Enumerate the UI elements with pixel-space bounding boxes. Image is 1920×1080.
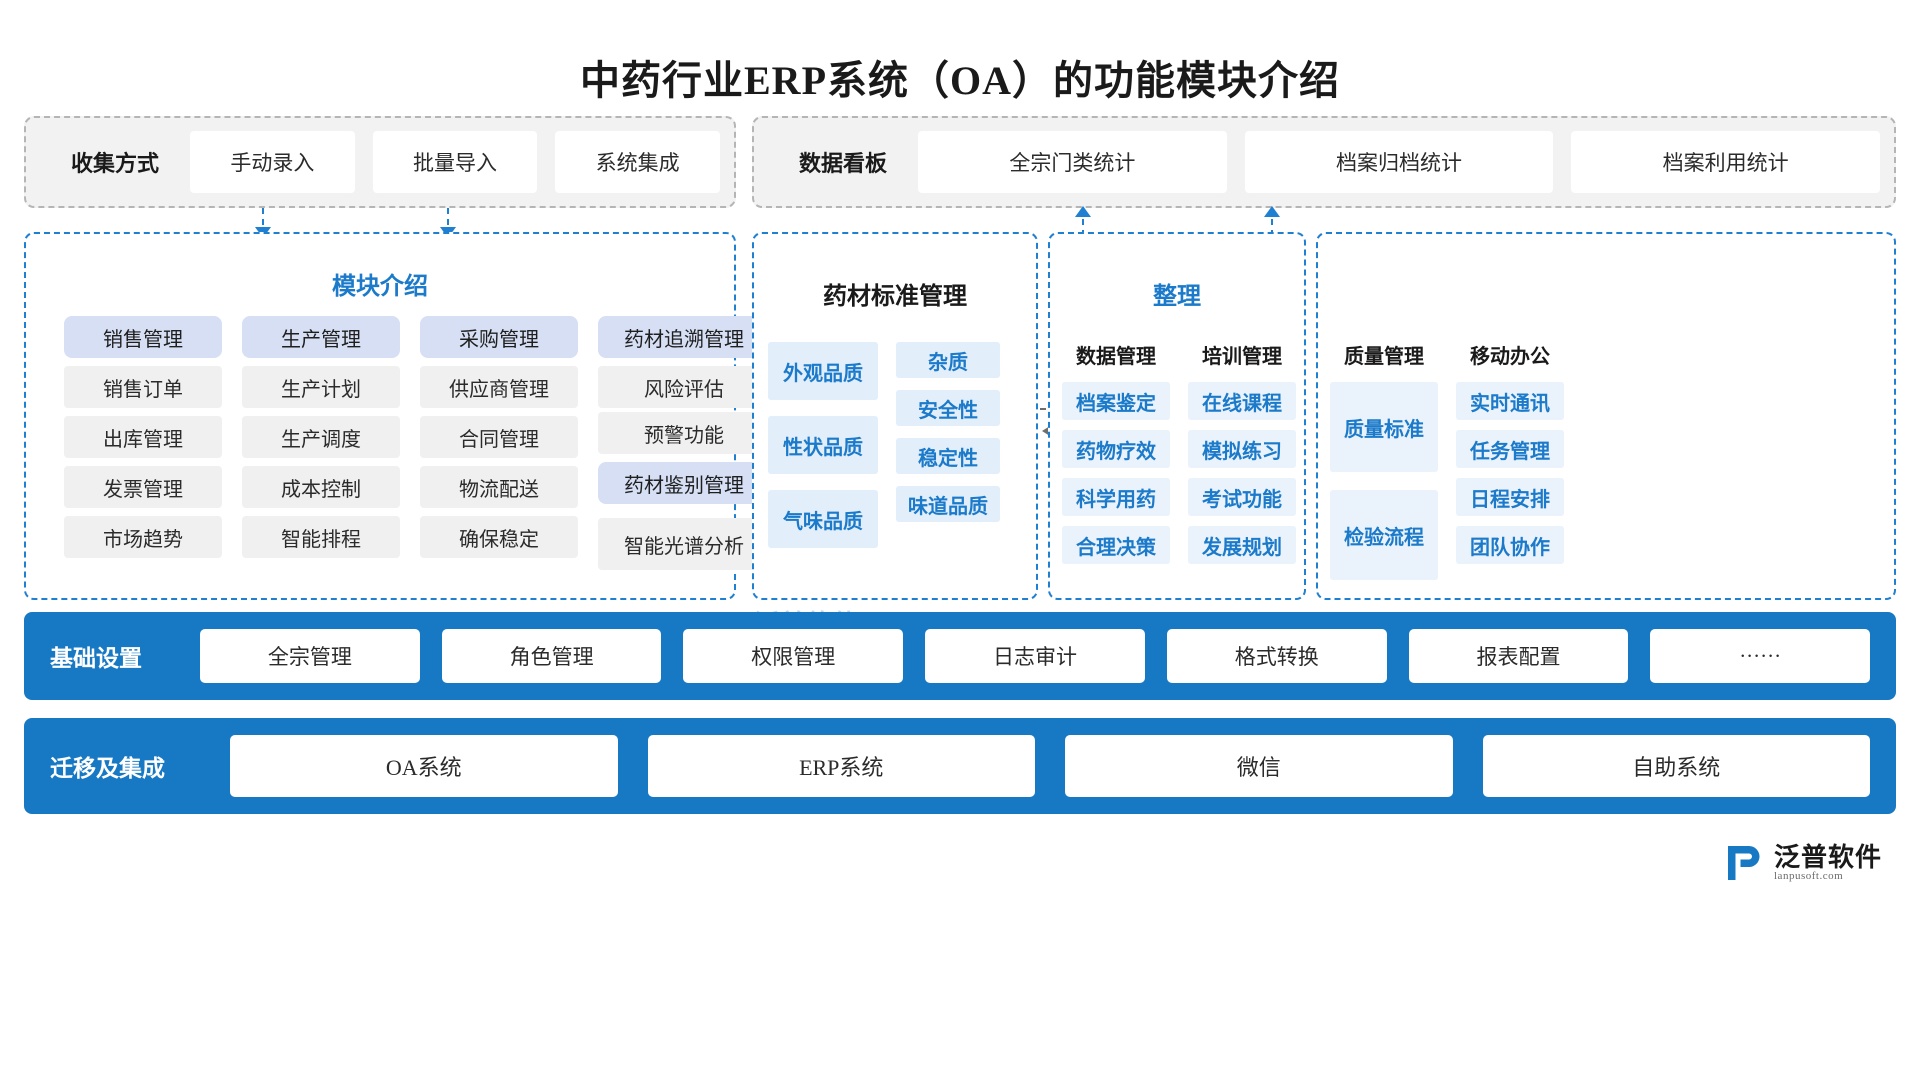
module-item-sales-2[interactable]: 发票管理 — [64, 466, 222, 508]
base-settings-item-4[interactable]: 格式转换 — [1166, 629, 1387, 683]
footer-name-cn: 泛普软件 — [1774, 842, 1883, 872]
module-column-traceability: 药材追溯管理 风险评估 预警功能 药材鉴别管理 智能光谱分析 — [598, 316, 770, 570]
dashboard-panel: 数据看板 全宗门类统计 档案归档统计 档案利用统计 — [752, 116, 1896, 208]
herb-column-appearance: 外观品质 性状品质 气味品质 — [768, 342, 878, 548]
module-column-production: 生产管理 生产计划 生产调度 成本控制 智能排程 — [242, 316, 400, 570]
organize-column-data: 数据管理 档案鉴定 药物疗效 科学用药 合理决策 — [1062, 336, 1170, 564]
migration-item-selfservice[interactable]: 自助系统 — [1482, 735, 1870, 797]
organize-item-training-0[interactable]: 在线课程 — [1188, 382, 1296, 420]
module-head-purchase[interactable]: 采购管理 — [420, 316, 578, 358]
module-item-alert-function[interactable]: 预警功能 — [598, 412, 770, 454]
module-item-sales-1[interactable]: 出库管理 — [64, 416, 222, 458]
mobile-office-head: 移动办公 — [1470, 345, 1550, 368]
module-item-spectral-analysis[interactable]: 智能光谱分析 — [598, 518, 770, 570]
mobile-item-3[interactable]: 团队协作 — [1456, 526, 1564, 564]
organize-item-training-3[interactable]: 发展规划 — [1188, 526, 1296, 564]
quality-head: 质量管理 — [1344, 345, 1424, 368]
organize-head-training-management: 培训管理 — [1202, 345, 1282, 368]
module-item-purchase-0[interactable]: 供应商管理 — [420, 366, 578, 408]
page-title: 中药行业ERP系统（OA）的功能模块介绍 — [580, 58, 1340, 103]
footer-logo: 泛普软件 lanpusoft.com — [1718, 840, 1882, 886]
organize-title: 整理 — [1153, 284, 1201, 310]
module-column-purchase: 采购管理 供应商管理 合同管理 物流配送 确保稳定 — [420, 316, 578, 570]
base-settings-label: 基础设置 — [50, 646, 142, 671]
collection-item-integration[interactable]: 系统集成 — [555, 131, 721, 193]
fanpu-logo-icon — [1718, 840, 1764, 886]
collection-label: 收集方式 — [70, 151, 159, 176]
mobile-item-2[interactable]: 日程安排 — [1456, 478, 1564, 516]
organize-item-data-1[interactable]: 药物疗效 — [1062, 430, 1170, 468]
quality-column: 质量管理 质量标准 检验流程 — [1330, 336, 1438, 580]
organize-item-training-2[interactable]: 考试功能 — [1188, 478, 1296, 516]
organize-item-data-3[interactable]: 合理决策 — [1062, 526, 1170, 564]
module-item-production-1[interactable]: 生产调度 — [242, 416, 400, 458]
quality-item-standard[interactable]: 质量标准 — [1330, 382, 1438, 472]
herb-column-quality: 杂质 安全性 稳定性 味道品质 — [896, 342, 1000, 548]
footer-name-en: lanpusoft.com — [1774, 869, 1844, 882]
module-item-sales-3[interactable]: 市场趋势 — [64, 516, 222, 558]
collection-item-manual[interactable]: 手动录入 — [190, 131, 355, 193]
arrow-herb-to-dashboard — [1075, 206, 1091, 236]
organize-column-training: 培训管理 在线课程 模拟练习 考试功能 发展规划 — [1188, 336, 1296, 564]
quality-item-inspection[interactable]: 检验流程 — [1330, 490, 1438, 580]
herb-item-character[interactable]: 性状品质 — [768, 416, 878, 474]
dashboard-label: 数据看板 — [798, 151, 887, 176]
module-item-purchase-1[interactable]: 合同管理 — [420, 416, 578, 458]
dashboard-item-archive-stats[interactable]: 档案归档统计 — [1244, 131, 1554, 193]
dashboard-item-fonds-stats[interactable]: 全宗门类统计 — [918, 131, 1227, 193]
module-intro-title: 模块介绍 — [332, 274, 428, 300]
module-head-production[interactable]: 生产管理 — [242, 316, 400, 358]
base-settings-item-2[interactable]: 权限管理 — [683, 629, 904, 683]
organize-item-data-0[interactable]: 档案鉴定 — [1062, 382, 1170, 420]
module-column-sales: 销售管理 销售订单 出库管理 发票管理 市场趋势 — [64, 316, 222, 570]
herb-standard-columns: 外观品质 性状品质 气味品质 杂质 安全性 稳定性 味道品质 — [768, 342, 1000, 548]
module-item-production-2[interactable]: 成本控制 — [242, 466, 400, 508]
organize-columns: 数据管理 档案鉴定 药物疗效 科学用药 合理决策 培训管理 在线课程 模拟练习 … — [1062, 336, 1296, 564]
herb-item-appearance[interactable]: 外观品质 — [768, 342, 878, 400]
module-head-identification[interactable]: 药材鉴别管理 — [598, 462, 770, 504]
mobile-item-1[interactable]: 任务管理 — [1456, 430, 1564, 468]
module-item-sales-0[interactable]: 销售订单 — [64, 366, 222, 408]
module-item-purchase-2[interactable]: 物流配送 — [420, 466, 578, 508]
organize-item-data-2[interactable]: 科学用药 — [1062, 478, 1170, 516]
herb-item-odor[interactable]: 气味品质 — [768, 490, 878, 548]
module-item-risk-assessment[interactable]: 风险评估 — [598, 366, 770, 408]
base-settings-item-1[interactable]: 角色管理 — [441, 629, 662, 683]
migration-bar: 迁移及集成 OA系统 ERP系统 微信 自助系统 — [24, 718, 1896, 814]
base-settings-item-3[interactable]: 日志审计 — [925, 629, 1145, 683]
organize-head-data-management: 数据管理 — [1076, 345, 1156, 368]
migration-item-erp[interactable]: ERP系统 — [647, 735, 1035, 797]
module-item-production-0[interactable]: 生产计划 — [242, 366, 400, 408]
mobile-item-0[interactable]: 实时通讯 — [1456, 382, 1564, 420]
base-settings-item-0[interactable]: 全宗管理 — [200, 629, 420, 683]
migration-item-oa[interactable]: OA系统 — [230, 735, 618, 797]
herb-standard-title: 药材标准管理 — [823, 284, 967, 310]
herb-item-stability[interactable]: 味道品质 — [896, 486, 1000, 522]
herb-item-efficacy[interactable]: 稳定性 — [896, 438, 1000, 474]
base-settings-bar: 基础设置 全宗管理 角色管理 权限管理 日志审计 格式转换 报表配置 ·····… — [24, 612, 1896, 700]
mobile-office-column: 移动办公 实时通讯 任务管理 日程安排 团队协作 — [1456, 336, 1564, 580]
footer-logo-text: 泛普软件 lanpusoft.com — [1774, 842, 1883, 883]
module-item-purchase-3[interactable]: 确保稳定 — [420, 516, 578, 558]
herb-item-safety[interactable]: 安全性 — [896, 390, 1000, 426]
base-settings-item-5[interactable]: 报表配置 — [1408, 629, 1629, 683]
base-settings-item-more[interactable]: ······ — [1650, 629, 1871, 683]
organize-item-training-1[interactable]: 模拟练习 — [1188, 430, 1296, 468]
dashboard-item-usage-stats[interactable]: 档案利用统计 — [1571, 131, 1881, 193]
migration-label: 迁移及集成 — [50, 756, 165, 781]
arrow-organize-to-dashboard — [1264, 206, 1280, 236]
collection-panel: 收集方式 手动录入 批量导入 系统集成 — [24, 116, 736, 208]
herb-item-impurity[interactable]: 杂质 — [896, 342, 1000, 378]
module-columns: 销售管理 销售订单 出库管理 发票管理 市场趋势 生产管理 生产计划 生产调度 … — [64, 316, 770, 570]
quality-mobile-columns: 质量管理 质量标准 检验流程 移动办公 实时通讯 任务管理 日程安排 团队协作 — [1330, 336, 1564, 580]
module-head-traceability[interactable]: 药材追溯管理 — [598, 316, 770, 358]
module-head-sales[interactable]: 销售管理 — [64, 316, 222, 358]
migration-item-wechat[interactable]: 微信 — [1065, 735, 1453, 797]
module-item-production-3[interactable]: 智能排程 — [242, 516, 400, 558]
collection-item-batch[interactable]: 批量导入 — [372, 131, 538, 193]
